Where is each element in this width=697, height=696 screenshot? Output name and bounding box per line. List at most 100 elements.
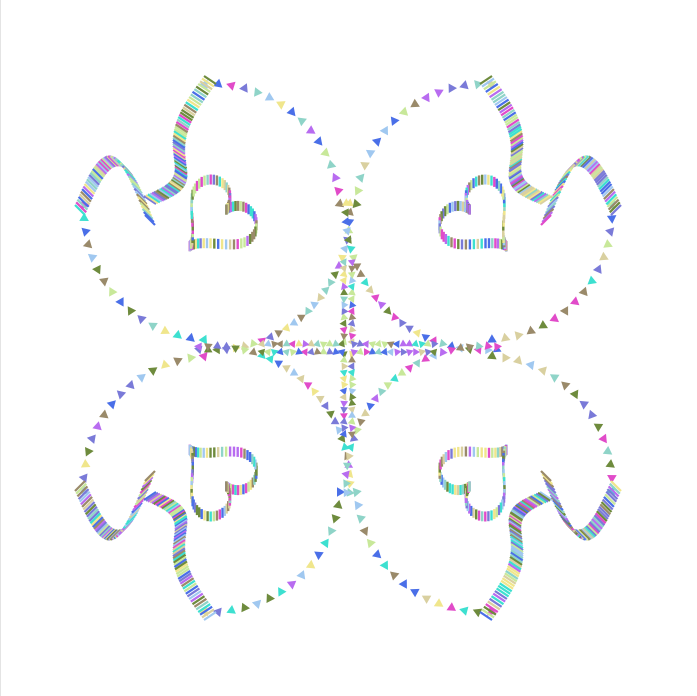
leaf-stripe [510, 537, 524, 548]
lobe-triangle [502, 353, 511, 363]
leaf-stripe [509, 555, 523, 566]
lobe-triangle [334, 186, 344, 197]
lobe-triangle [421, 595, 432, 604]
lobe-triangle [226, 605, 236, 614]
leaf-stripe [535, 193, 549, 204]
band-triangle [194, 342, 202, 352]
leaf-stripe [78, 490, 91, 503]
leaf-stripe [593, 514, 606, 527]
leaf-stripe [173, 533, 187, 544]
leaf-stripe [156, 496, 170, 507]
leaf-stripe [509, 173, 523, 184]
leaf-stripe [580, 156, 593, 168]
lobe-triangle [606, 215, 617, 224]
diamond-triangle [347, 362, 355, 371]
lobe-triangle [92, 421, 102, 431]
diamond-triangle [319, 341, 328, 349]
leaf-stripe [172, 510, 186, 520]
lobe-triangle [592, 264, 602, 274]
leaf-stripe [180, 108, 195, 119]
leaf-stripe [508, 522, 522, 533]
lobe-triangle [513, 355, 523, 365]
lobe-triangle [421, 92, 430, 103]
leaf-stripe [540, 214, 552, 226]
leaf-stripe [526, 496, 540, 507]
leaf-stripe [501, 577, 516, 588]
leaf-stripe [518, 501, 532, 512]
band-triangle [347, 245, 356, 254]
diamond-triangle [339, 258, 347, 267]
band-triangle [305, 306, 313, 316]
band-triangle [378, 387, 387, 397]
leaf-stripe [197, 603, 211, 614]
band-triangle [391, 312, 400, 321]
band-triangle [383, 382, 393, 390]
leaf-stripe [135, 193, 148, 205]
leaf-stripe [97, 160, 110, 172]
diamond-triangle [339, 417, 348, 425]
leaf-stripe [518, 184, 532, 195]
leaf-stripe [483, 605, 497, 616]
leaf-stripe [582, 527, 595, 539]
diamond-triangle [295, 339, 303, 347]
diamond-triangle [347, 369, 355, 377]
leaf-stripe [174, 165, 188, 176]
leaf-stripe [172, 132, 187, 143]
leaf-stripe [526, 189, 540, 200]
leaf-stripe [161, 499, 175, 510]
leaf-stripe [134, 493, 147, 506]
leaf-stripe [159, 498, 174, 509]
diamond-triangle [400, 348, 408, 356]
lobe-triangle [390, 116, 400, 126]
leaf-stripe [178, 572, 192, 583]
diamond-triangle [307, 339, 315, 347]
diamond-triangle [302, 339, 310, 348]
diamond-triangle [411, 339, 419, 347]
leaf-stripe [503, 574, 517, 585]
diamond-triangle [341, 362, 349, 371]
leaf-stripe [164, 184, 178, 195]
band-triangle [248, 347, 258, 356]
leaf-stripe [508, 169, 522, 180]
leaf-stripe [508, 166, 522, 177]
leaf-stripe [158, 188, 172, 199]
diamond-triangle [349, 276, 357, 284]
leaf-stripe [522, 498, 537, 509]
leaf-stripe [175, 565, 190, 576]
leaf-stripe [546, 199, 558, 211]
diamond-triangle [341, 282, 349, 291]
leaf-stripe [584, 526, 596, 538]
leaf-stripe [102, 156, 115, 169]
leaf-stripe [513, 505, 527, 516]
lobe-triangle [352, 487, 362, 498]
leaf-stripe [172, 545, 186, 556]
lobe-triangle [433, 598, 444, 607]
leaf-stripe [199, 80, 213, 91]
leaf-stripe [508, 162, 522, 173]
diamond-triangle [339, 387, 347, 396]
leaf-stripe [170, 179, 184, 190]
lobe-triangle [185, 332, 195, 342]
leaf-stripe [597, 508, 609, 520]
leaf-stripe [585, 525, 597, 537]
leaf-stripe [89, 171, 102, 184]
leaf-stripe [521, 499, 535, 510]
lobe-triangle [579, 400, 589, 410]
diamond-triangle [282, 348, 290, 357]
leaf-stripe [510, 547, 524, 558]
lobe-triangle [593, 423, 604, 432]
lobe-triangle [570, 296, 580, 306]
leaf-stripe [174, 160, 188, 171]
lobe-triangle [173, 357, 183, 367]
leaf-stripe [173, 154, 187, 165]
leaf-stripe [176, 567, 190, 578]
leaf-stripe [524, 497, 538, 508]
leaf-stripe [479, 611, 493, 621]
leaf-stripe [606, 196, 619, 208]
band-triangle [343, 235, 352, 244]
leaf-stripe [533, 493, 547, 504]
lobe-triangle [127, 306, 137, 316]
leaf-stripe [170, 506, 184, 517]
lobe-triangle [333, 499, 343, 509]
leaf-stripe [606, 488, 619, 500]
